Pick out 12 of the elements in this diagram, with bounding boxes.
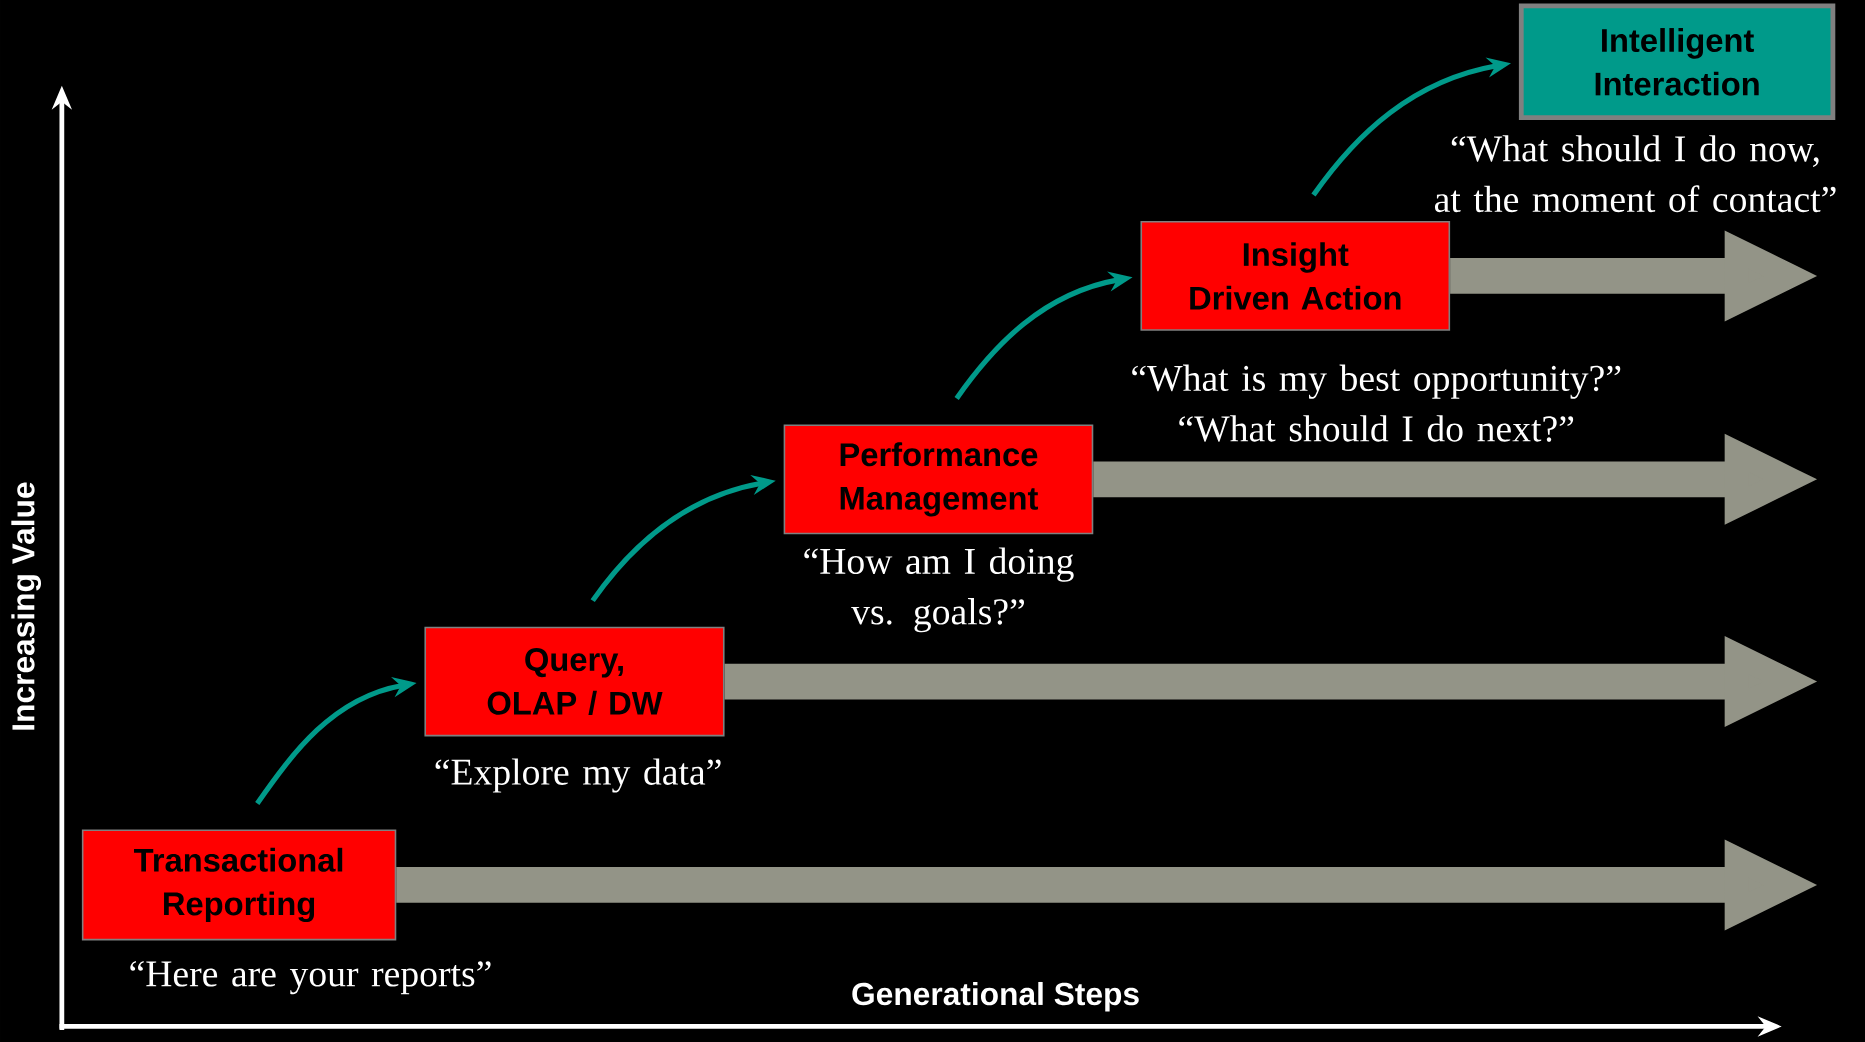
process-box: Intelligent Interaction [1518,3,1836,121]
quote-text: “Explore my data” [435,758,721,793]
quote-text: “What is my best opportunity?” “What should I do next?” [1132,364,1621,442]
quote-text: “How am I doing vs. goals?” [804,547,1074,633]
process-box: Query, OLAP / DW [424,626,725,737]
axis-label: Increasing Value [11,482,41,730]
quote-text: “What should I do now, at the moment of contact” [1434,135,1836,213]
quote-text: “Here are your reports” [130,961,491,995]
axis-label: Generational Steps [852,982,1139,1012]
process-box: Performance Management [783,424,1094,535]
process-box: Transactional Reporting [81,829,397,941]
process-box: Insight Driven Action [1140,221,1451,331]
